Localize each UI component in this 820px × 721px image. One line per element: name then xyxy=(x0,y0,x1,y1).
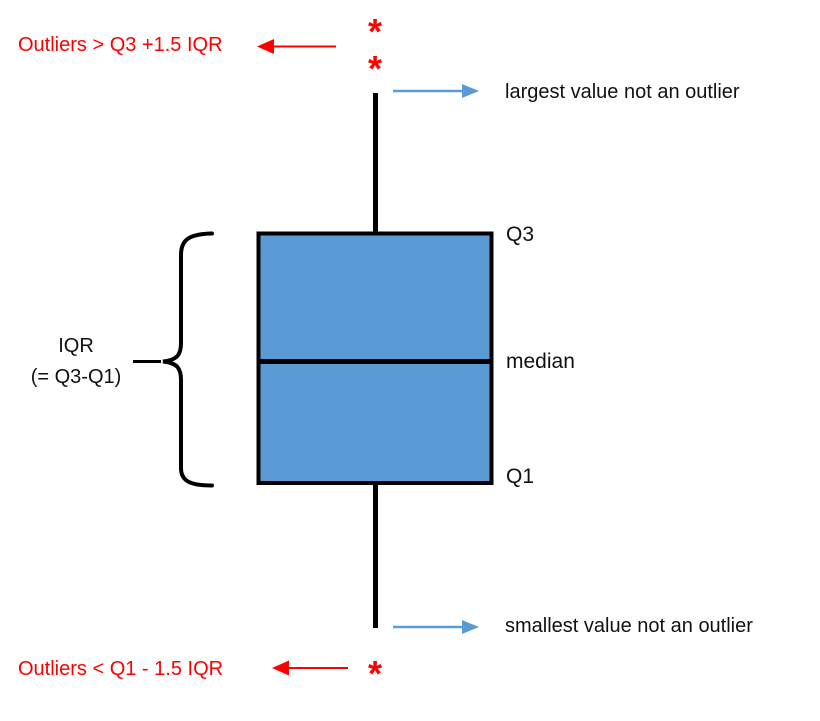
q1-label: Q1 xyxy=(506,465,535,488)
arrow-head xyxy=(272,660,289,676)
arrow-head xyxy=(462,620,479,634)
iqr-label-line2: (= Q3-Q1) xyxy=(30,366,122,388)
iqr-box-rect xyxy=(256,231,494,485)
upper-outlier-arrow-icon xyxy=(257,39,336,54)
iqr-label-line1: IQR xyxy=(58,335,94,357)
lower-outlier-arrow-icon xyxy=(272,660,348,676)
outlier-asterisk-icon: * xyxy=(367,653,383,694)
lower-whisker-label: smallest value not an outlier xyxy=(505,615,753,637)
upper-outlier-rule-label: Outliers > Q3 +1.5 IQR xyxy=(18,34,223,56)
arrow-head xyxy=(462,84,479,98)
iqr-label: IQR (= Q3-Q1) xyxy=(20,331,132,393)
lower-whisker-arrow-icon xyxy=(393,620,479,634)
q3-label: Q3 xyxy=(506,223,535,246)
arrow-head xyxy=(257,39,274,54)
iqr-brace xyxy=(162,231,214,488)
upper-whisker-label: largest value not an outlier xyxy=(505,81,740,103)
upper-whisker-arrow-icon xyxy=(393,84,479,98)
outlier-asterisk-icon: * xyxy=(367,48,383,89)
outlier-asterisk-icon: * xyxy=(367,11,383,52)
lower-outlier-rule-label: Outliers < Q1 - 1.5 IQR xyxy=(18,658,224,680)
median-label: median xyxy=(506,350,575,373)
